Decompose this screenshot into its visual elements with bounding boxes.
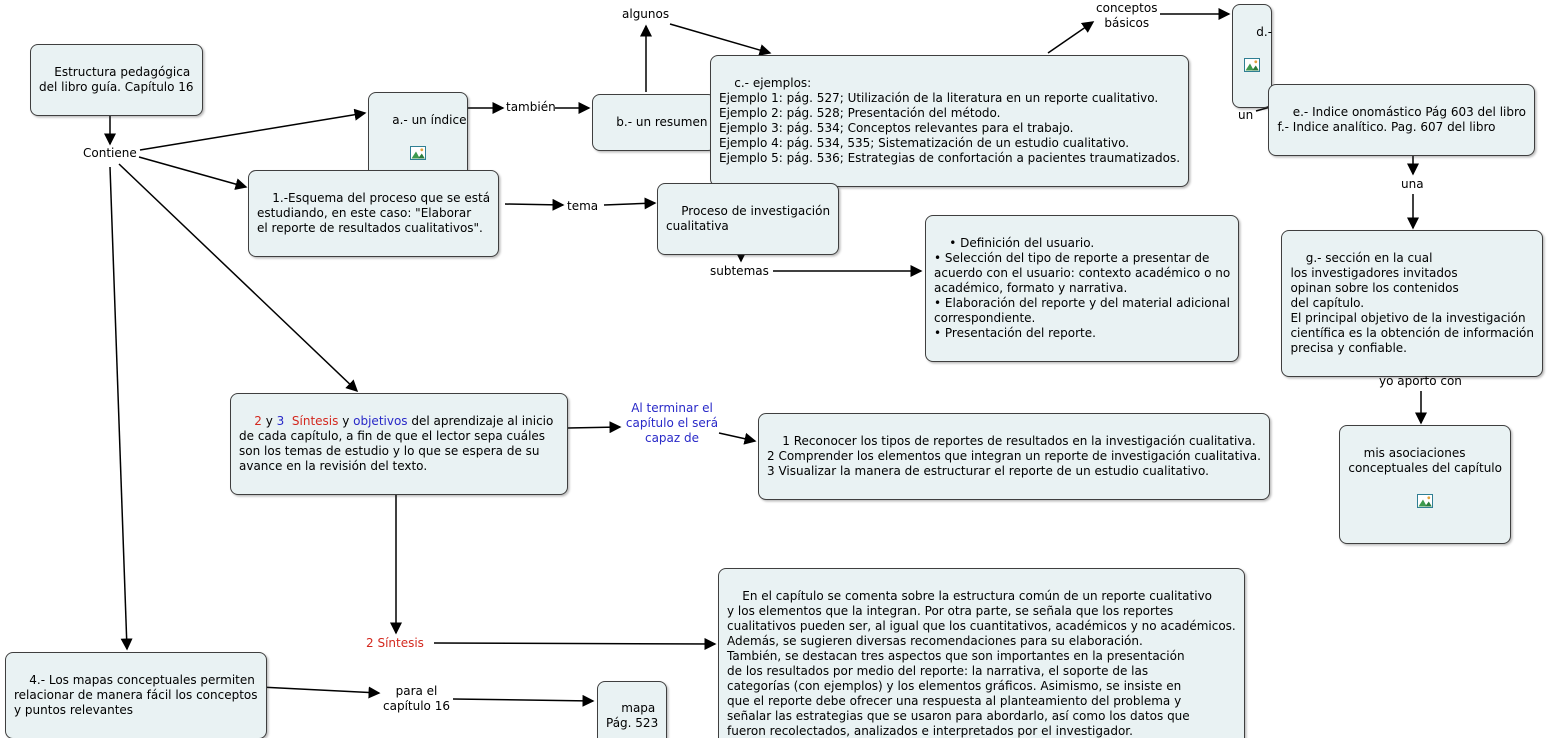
- label-tambien[interactable]: también: [506, 100, 556, 114]
- node-b-resumen[interactable]: b.- un resumen: [592, 94, 717, 151]
- label-una[interactable]: una: [1401, 177, 1424, 191]
- image-icon[interactable]: [410, 146, 426, 160]
- label-conceptos-basicos[interactable]: conceptos básicos: [1096, 1, 1158, 30]
- node-text: Proceso de investigación cualitativa: [666, 204, 831, 233]
- node-text: 1 Reconocer los tipos de reportes de res…: [767, 434, 1261, 478]
- label-contiene[interactable]: Contiene: [83, 146, 137, 160]
- sintesis-part-resto: del aprendizaje al inicio de cada capítu…: [239, 414, 558, 473]
- node-c-ejemplos[interactable]: c.- ejemplos: Ejemplo 1: pág. 527; Utili…: [710, 55, 1190, 187]
- node-mis-asociaciones[interactable]: mis asociaciones conceptuales del capítu…: [1339, 425, 1511, 544]
- node-subtemas-lista[interactable]: • Definición del usuario. • Selección de…: [925, 215, 1240, 362]
- sintesis-part-sintesis: Síntesis: [284, 414, 339, 428]
- sintesis-part-y2: y: [338, 414, 354, 428]
- node-estructura-pedagogica[interactable]: Estructura pedagógica del libro guía. Ca…: [30, 44, 203, 116]
- node-text: a.- un índice: [392, 113, 467, 127]
- node-g-seccion[interactable]: g.- sección en la cual los investigadore…: [1281, 230, 1543, 377]
- node-mapa-pag523[interactable]: mapa Pág. 523: [597, 681, 668, 738]
- node-text: mapa Pág. 523: [606, 701, 659, 730]
- node-text: b.- un resumen: [616, 115, 708, 129]
- node-text: c.- ejemplos: Ejemplo 1: pág. 527; Utili…: [719, 76, 1181, 165]
- node-text: g.- sección en la cual los investigadore…: [1290, 251, 1534, 355]
- label-un[interactable]: un: [1238, 108, 1254, 122]
- label-2-sintesis[interactable]: 2 Síntesis: [366, 636, 424, 650]
- label-algunos[interactable]: algunos: [622, 7, 670, 21]
- label-para-el-capitulo[interactable]: para el capítulo 16: [383, 684, 450, 713]
- node-ef-indices[interactable]: e.- Indice onomástico Pág 603 del libro …: [1268, 84, 1535, 156]
- node-text: En el capítulo se comenta sobre la estru…: [727, 589, 1236, 738]
- sintesis-part-2: 2: [254, 414, 262, 428]
- label-subtemas[interactable]: subtemas: [710, 264, 769, 278]
- node-proceso-investigacion[interactable]: Proceso de investigación cualitativa: [657, 183, 840, 255]
- label-tema[interactable]: tema: [567, 199, 599, 213]
- sintesis-part-3: 3: [276, 414, 285, 428]
- node-text: 1.-Esquema del proceso que se está estud…: [257, 191, 491, 235]
- node-text: d.-: [1256, 25, 1273, 39]
- label-yo-aporto-con[interactable]: yo aporto con: [1379, 374, 1462, 388]
- node-text: mis asociaciones conceptuales del capítu…: [1348, 446, 1502, 475]
- node-sintesis-resumen[interactable]: En el capítulo se comenta sobre la estru…: [718, 568, 1245, 738]
- node-text: • Definición del usuario. • Selección de…: [934, 236, 1231, 340]
- label-al-terminar[interactable]: Al terminar el capítulo el será capaz de: [625, 401, 719, 445]
- image-icon[interactable]: [1244, 58, 1260, 72]
- sintesis-part-objetivos: objetivos: [353, 414, 408, 428]
- sintesis-part-y1: y: [261, 414, 277, 428]
- node-objetivos-lista[interactable]: 1 Reconocer los tipos de reportes de res…: [758, 413, 1270, 500]
- node-text: 4.- Los mapas conceptuales permiten rela…: [14, 673, 258, 717]
- node-1-esquema[interactable]: 1.-Esquema del proceso que se está estud…: [248, 170, 500, 257]
- node-d[interactable]: d.-: [1232, 4, 1272, 108]
- node-2-3-sintesis-objetivos[interactable]: 2 y 3 Síntesis y objetivos del aprendiza…: [230, 393, 568, 495]
- node-text: e.- Indice onomástico Pág 603 del libro …: [1277, 105, 1526, 134]
- node-4-mapas-conceptuales[interactable]: 4.- Los mapas conceptuales permiten rela…: [5, 652, 267, 738]
- image-icon[interactable]: [1417, 494, 1434, 508]
- node-text: Estructura pedagógica del libro guía. Ca…: [39, 65, 194, 94]
